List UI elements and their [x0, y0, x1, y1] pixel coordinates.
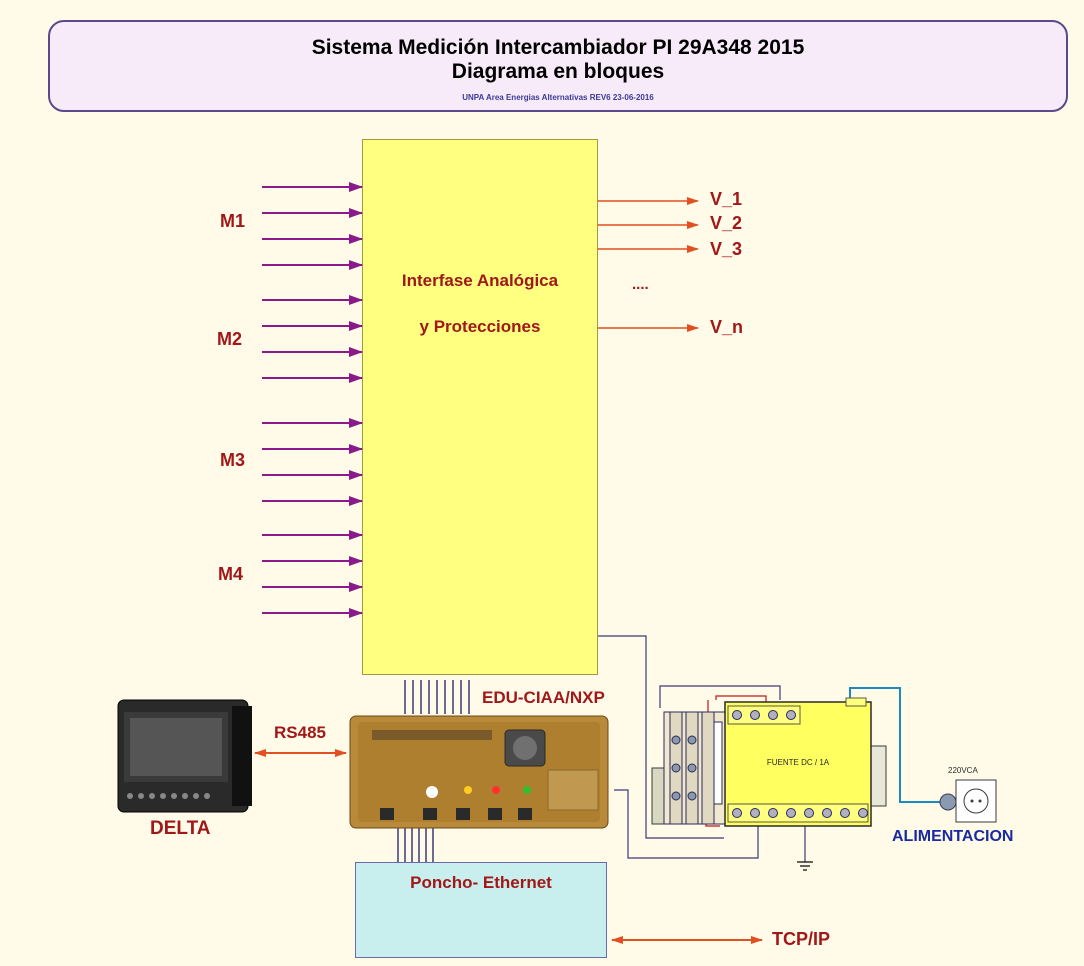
- rs485-label: RS485: [274, 723, 326, 742]
- delta-label: DELTA: [150, 818, 211, 839]
- interface-block: [362, 139, 598, 675]
- output-arrows: [598, 197, 699, 332]
- output-label-vn: V_n: [710, 317, 744, 337]
- interface-label-line1: Interfase Analógica: [401, 271, 559, 290]
- input-label-m4: M4: [218, 564, 244, 584]
- terminal-block-icon: [651, 711, 727, 825]
- bus-lines-bottom: [397, 826, 434, 862]
- input-label-m1: M1: [220, 211, 246, 231]
- poncho-label: Poncho- Ethernet: [410, 873, 552, 892]
- mains-plug-icon: [939, 779, 997, 823]
- output-label-v2: V_2: [710, 213, 743, 233]
- tcpip-label: TCP/IP: [772, 929, 831, 949]
- diagram-title: Sistema Medición Intercambiador PI 29A34…: [311, 36, 805, 59]
- input-label-m3: M3: [220, 450, 246, 470]
- input-arrows: [262, 182, 363, 618]
- bus-lines-top: [404, 680, 470, 714]
- ground-icon: [797, 861, 813, 871]
- diagram-subtitle: Diagrama en bloques: [451, 60, 665, 83]
- poncho-ethernet-box: [355, 862, 607, 958]
- power-supply-icon: [724, 697, 887, 827]
- delta-hmi-icon: [117, 699, 252, 813]
- credit-line: UNPA Area Energias Alternativas REV6 23-…: [462, 93, 654, 102]
- input-label-m2: M2: [217, 329, 243, 349]
- supply-label: FUENTE DC / 1A: [766, 758, 830, 767]
- title-box: Sistema Medición Intercambiador PI 29A34…: [48, 20, 1068, 112]
- board-label: EDU-CIAA/NXP: [482, 688, 605, 707]
- power-wires: [598, 635, 940, 862]
- output-ellipsis: ....: [632, 276, 649, 293]
- output-label-v1: V_1: [710, 189, 743, 209]
- edu-ciaa-board-icon: [349, 715, 609, 829]
- mains-label: 220VCA: [948, 766, 978, 775]
- interface-label-line2: y Protecciones: [419, 317, 541, 336]
- alimentacion-label: ALIMENTACION: [892, 828, 1014, 845]
- output-label-v3: V_3: [710, 239, 743, 259]
